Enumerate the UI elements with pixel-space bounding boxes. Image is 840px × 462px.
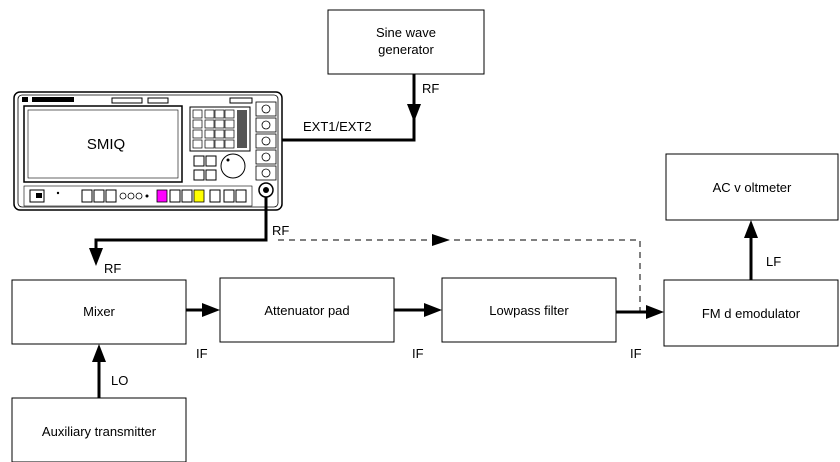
rf-smiq-label: RF <box>272 223 289 238</box>
smiq-rf-connection: RF RF <box>89 197 289 276</box>
smiq-display <box>23 105 183 183</box>
if-label-3: IF <box>630 346 642 361</box>
smiq-instrument: SMIQ <box>13 91 283 211</box>
fm-demodulator-block: FM d emodulator <box>663 279 839 347</box>
bypass-dashed-path <box>278 234 641 312</box>
ext-connection: RF EXT1/EXT2 <box>281 74 439 142</box>
lowpass-filter-block: Lowpass filter <box>441 277 617 343</box>
smiq-yellow-key <box>193 189 205 203</box>
ac-voltmeter-label: AC v oltmeter <box>713 180 792 195</box>
if-connection-3: IF <box>616 305 664 361</box>
lowpass-filter-label: Lowpass filter <box>489 303 569 318</box>
sine-wave-generator-label-line2: generator <box>378 42 434 57</box>
ac-voltmeter-block: AC v oltmeter <box>665 153 839 221</box>
auxiliary-transmitter-block: Auxiliary transmitter <box>11 397 187 462</box>
attenuator-pad-block: Attenuator pad <box>219 277 395 343</box>
mixer-label: Mixer <box>83 304 115 319</box>
if-connection-1: IF <box>186 303 220 361</box>
sine-wave-generator-block: Sine wave generator <box>327 9 485 75</box>
rf-mixer-label: RF <box>104 261 121 276</box>
rf-generator-label: RF <box>422 81 439 96</box>
if-connection-2: IF <box>394 303 442 361</box>
smiq-magenta-key <box>156 189 168 203</box>
smiq-knob <box>220 153 246 179</box>
ext-input-label: EXT1/EXT2 <box>303 119 372 134</box>
lo-connection: LO <box>92 344 128 398</box>
lf-connection: LF <box>744 220 781 280</box>
auxiliary-transmitter-label: Auxiliary transmitter <box>42 424 157 439</box>
mixer-block: Mixer <box>11 279 187 345</box>
lo-label: LO <box>111 373 128 388</box>
fm-demodulator-label: FM d emodulator <box>702 306 801 321</box>
if-label-1: IF <box>196 346 208 361</box>
smiq-label: SMIQ <box>87 136 125 153</box>
if-label-2: IF <box>412 346 424 361</box>
sine-wave-generator-label-line1: Sine wave <box>376 25 436 40</box>
lf-label: LF <box>766 254 781 269</box>
attenuator-pad-label: Attenuator pad <box>264 303 349 318</box>
